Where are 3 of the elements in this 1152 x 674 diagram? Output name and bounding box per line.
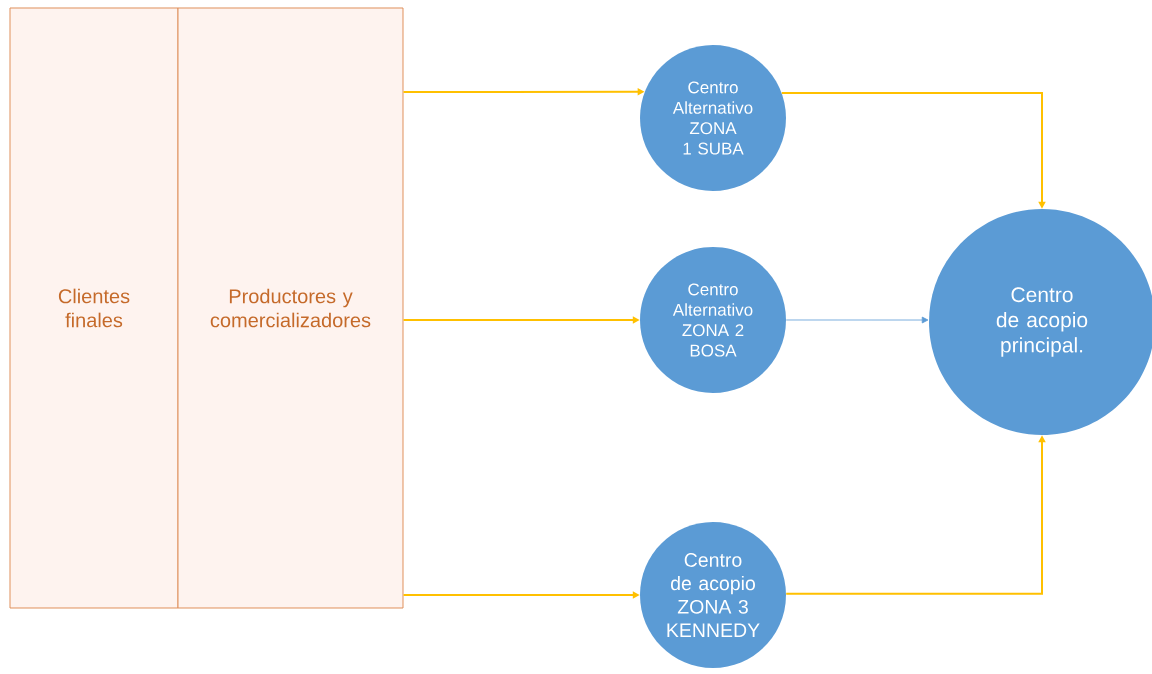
column-box: Productores y comercializadores [177, 7, 404, 609]
arrow [785, 316, 929, 324]
column-box: Clientes finales [9, 7, 179, 609]
